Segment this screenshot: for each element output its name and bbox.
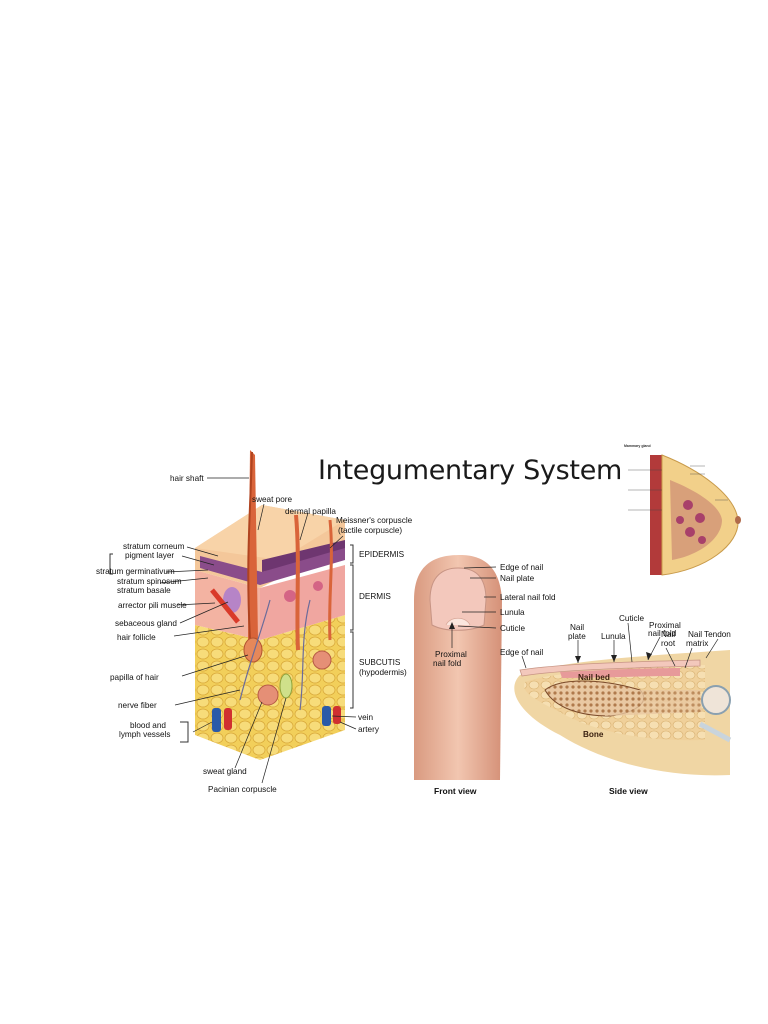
- chest-muscle: [650, 455, 662, 575]
- mammary-title: Mammary gland: [624, 444, 651, 448]
